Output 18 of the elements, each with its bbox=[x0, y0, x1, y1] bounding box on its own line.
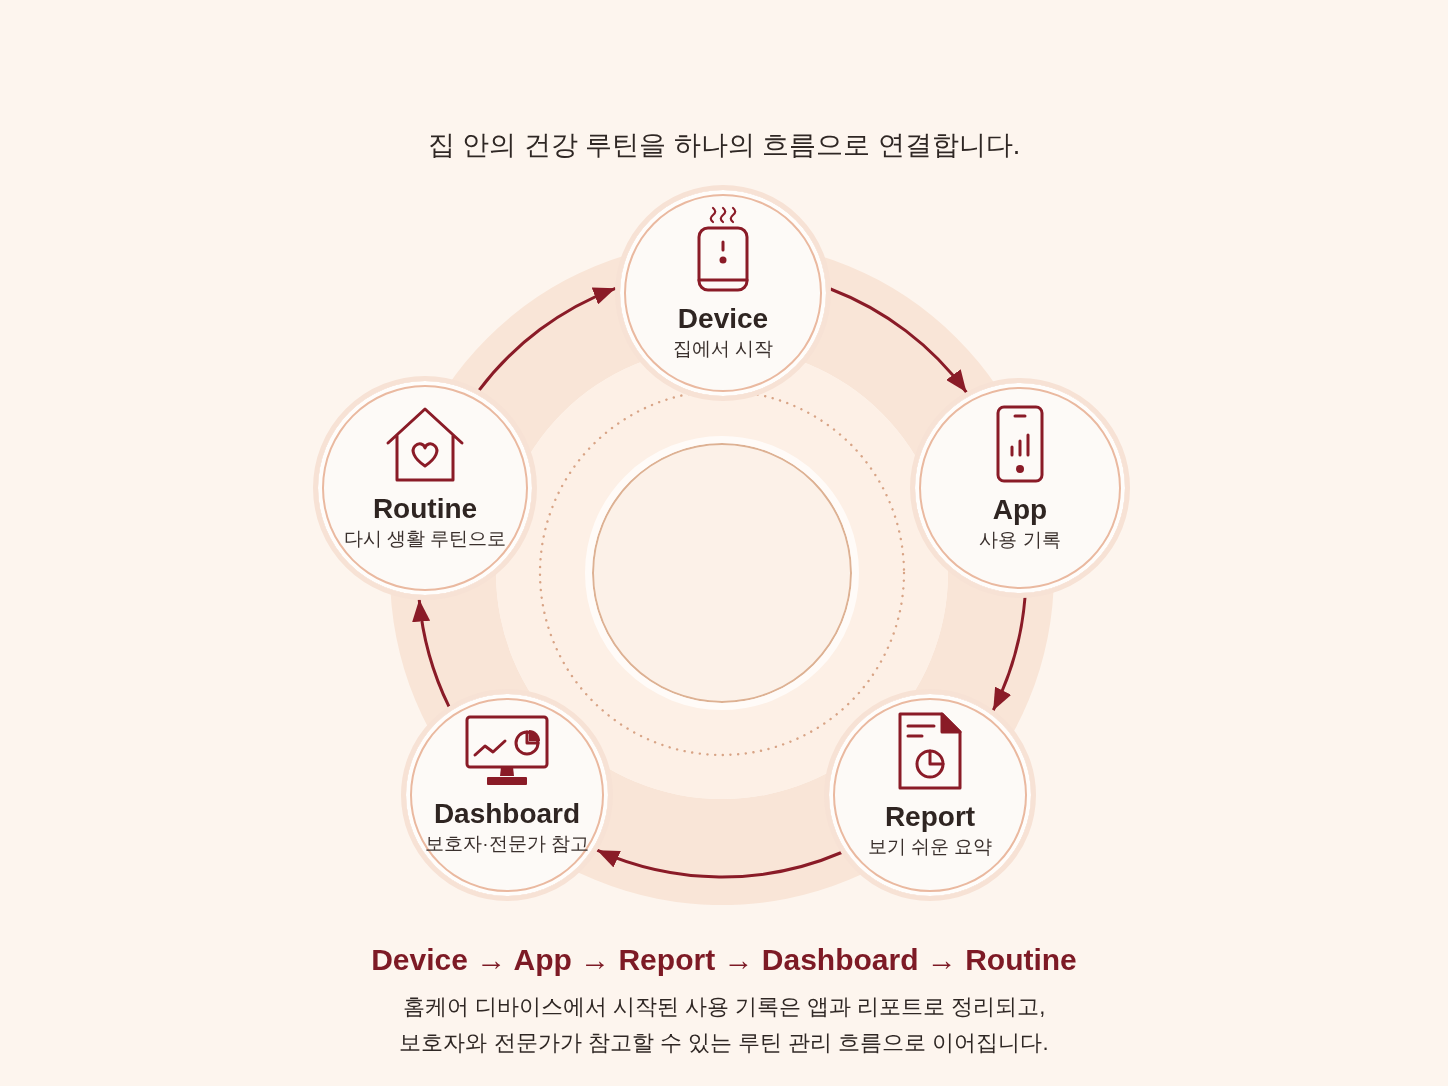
node-title: Report bbox=[884, 800, 976, 834]
node-title: Device bbox=[677, 302, 769, 336]
arrow bbox=[477, 286, 617, 392]
node-caption: 보호자·전문가 참고 bbox=[425, 832, 589, 856]
node-caption: 보기 쉬운 요약 bbox=[867, 835, 993, 859]
node-title: Dashboard bbox=[433, 797, 581, 831]
node-title: App bbox=[992, 493, 1048, 527]
description: 홈케어 디바이스에서 시작된 사용 기록은 앱과 리포트로 정리되고, 보호자와 전문가가 참고할 수 있는 루틴 관리 흐름으로 이어집니다. bbox=[398, 993, 1050, 1057]
arrow bbox=[991, 597, 1027, 711]
node-caption: 다시 생활 루틴으로 bbox=[343, 527, 507, 551]
node-caption: 집에서 시작 bbox=[672, 337, 774, 361]
arrow bbox=[413, 599, 451, 708]
arrow bbox=[596, 848, 842, 879]
node-caption: 사용 기록 bbox=[979, 528, 1061, 552]
node-title: Routine bbox=[372, 492, 478, 526]
subtitle: 집 안의 건강 루틴을 하나의 흐름으로 연결합니다. bbox=[426, 129, 1022, 162]
arrow bbox=[829, 287, 968, 394]
flow-summary: Device → App → Report → Dashboard → Routine bbox=[370, 942, 1078, 978]
